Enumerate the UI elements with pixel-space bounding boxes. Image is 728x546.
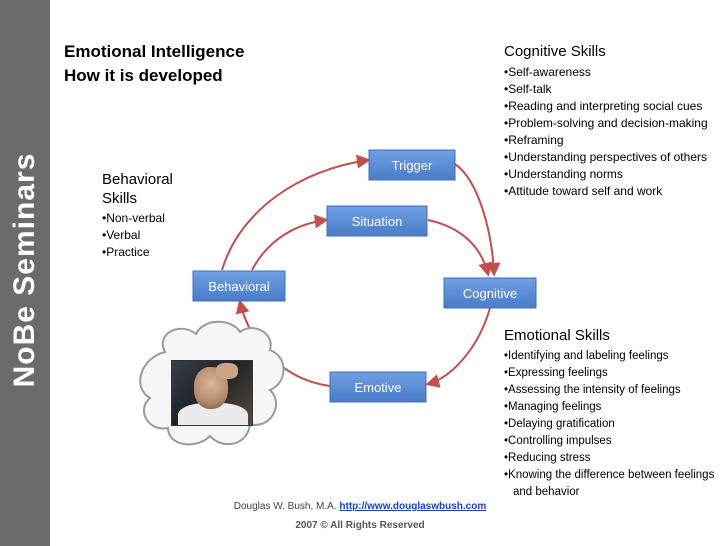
emotive-label: Emotive — [355, 380, 402, 395]
stressed-man-photo — [171, 360, 253, 426]
photo-hand — [216, 363, 238, 379]
arrow-behavioral-to-situation — [252, 220, 326, 270]
copyright-notice: 2007 © All Rights Reserved — [215, 520, 505, 531]
author-credit: Douglas W. Bush, M.A. http://www.douglas… — [215, 500, 505, 513]
author-name: Douglas W. Bush, M.A. — [234, 501, 337, 512]
trigger-label: Trigger — [392, 158, 433, 173]
author-website-link[interactable]: http://www.douglaswbush.com — [339, 501, 486, 512]
arrow-trigger-to-cognitive — [455, 164, 494, 274]
arrow-cognitive-to-emotive — [428, 308, 490, 384]
arrow-situation-to-cognitive — [428, 220, 488, 274]
situation-label: Situation — [352, 214, 403, 229]
cognitive-label: Cognitive — [463, 286, 517, 301]
behavioral-label: Behavioral — [208, 279, 270, 294]
